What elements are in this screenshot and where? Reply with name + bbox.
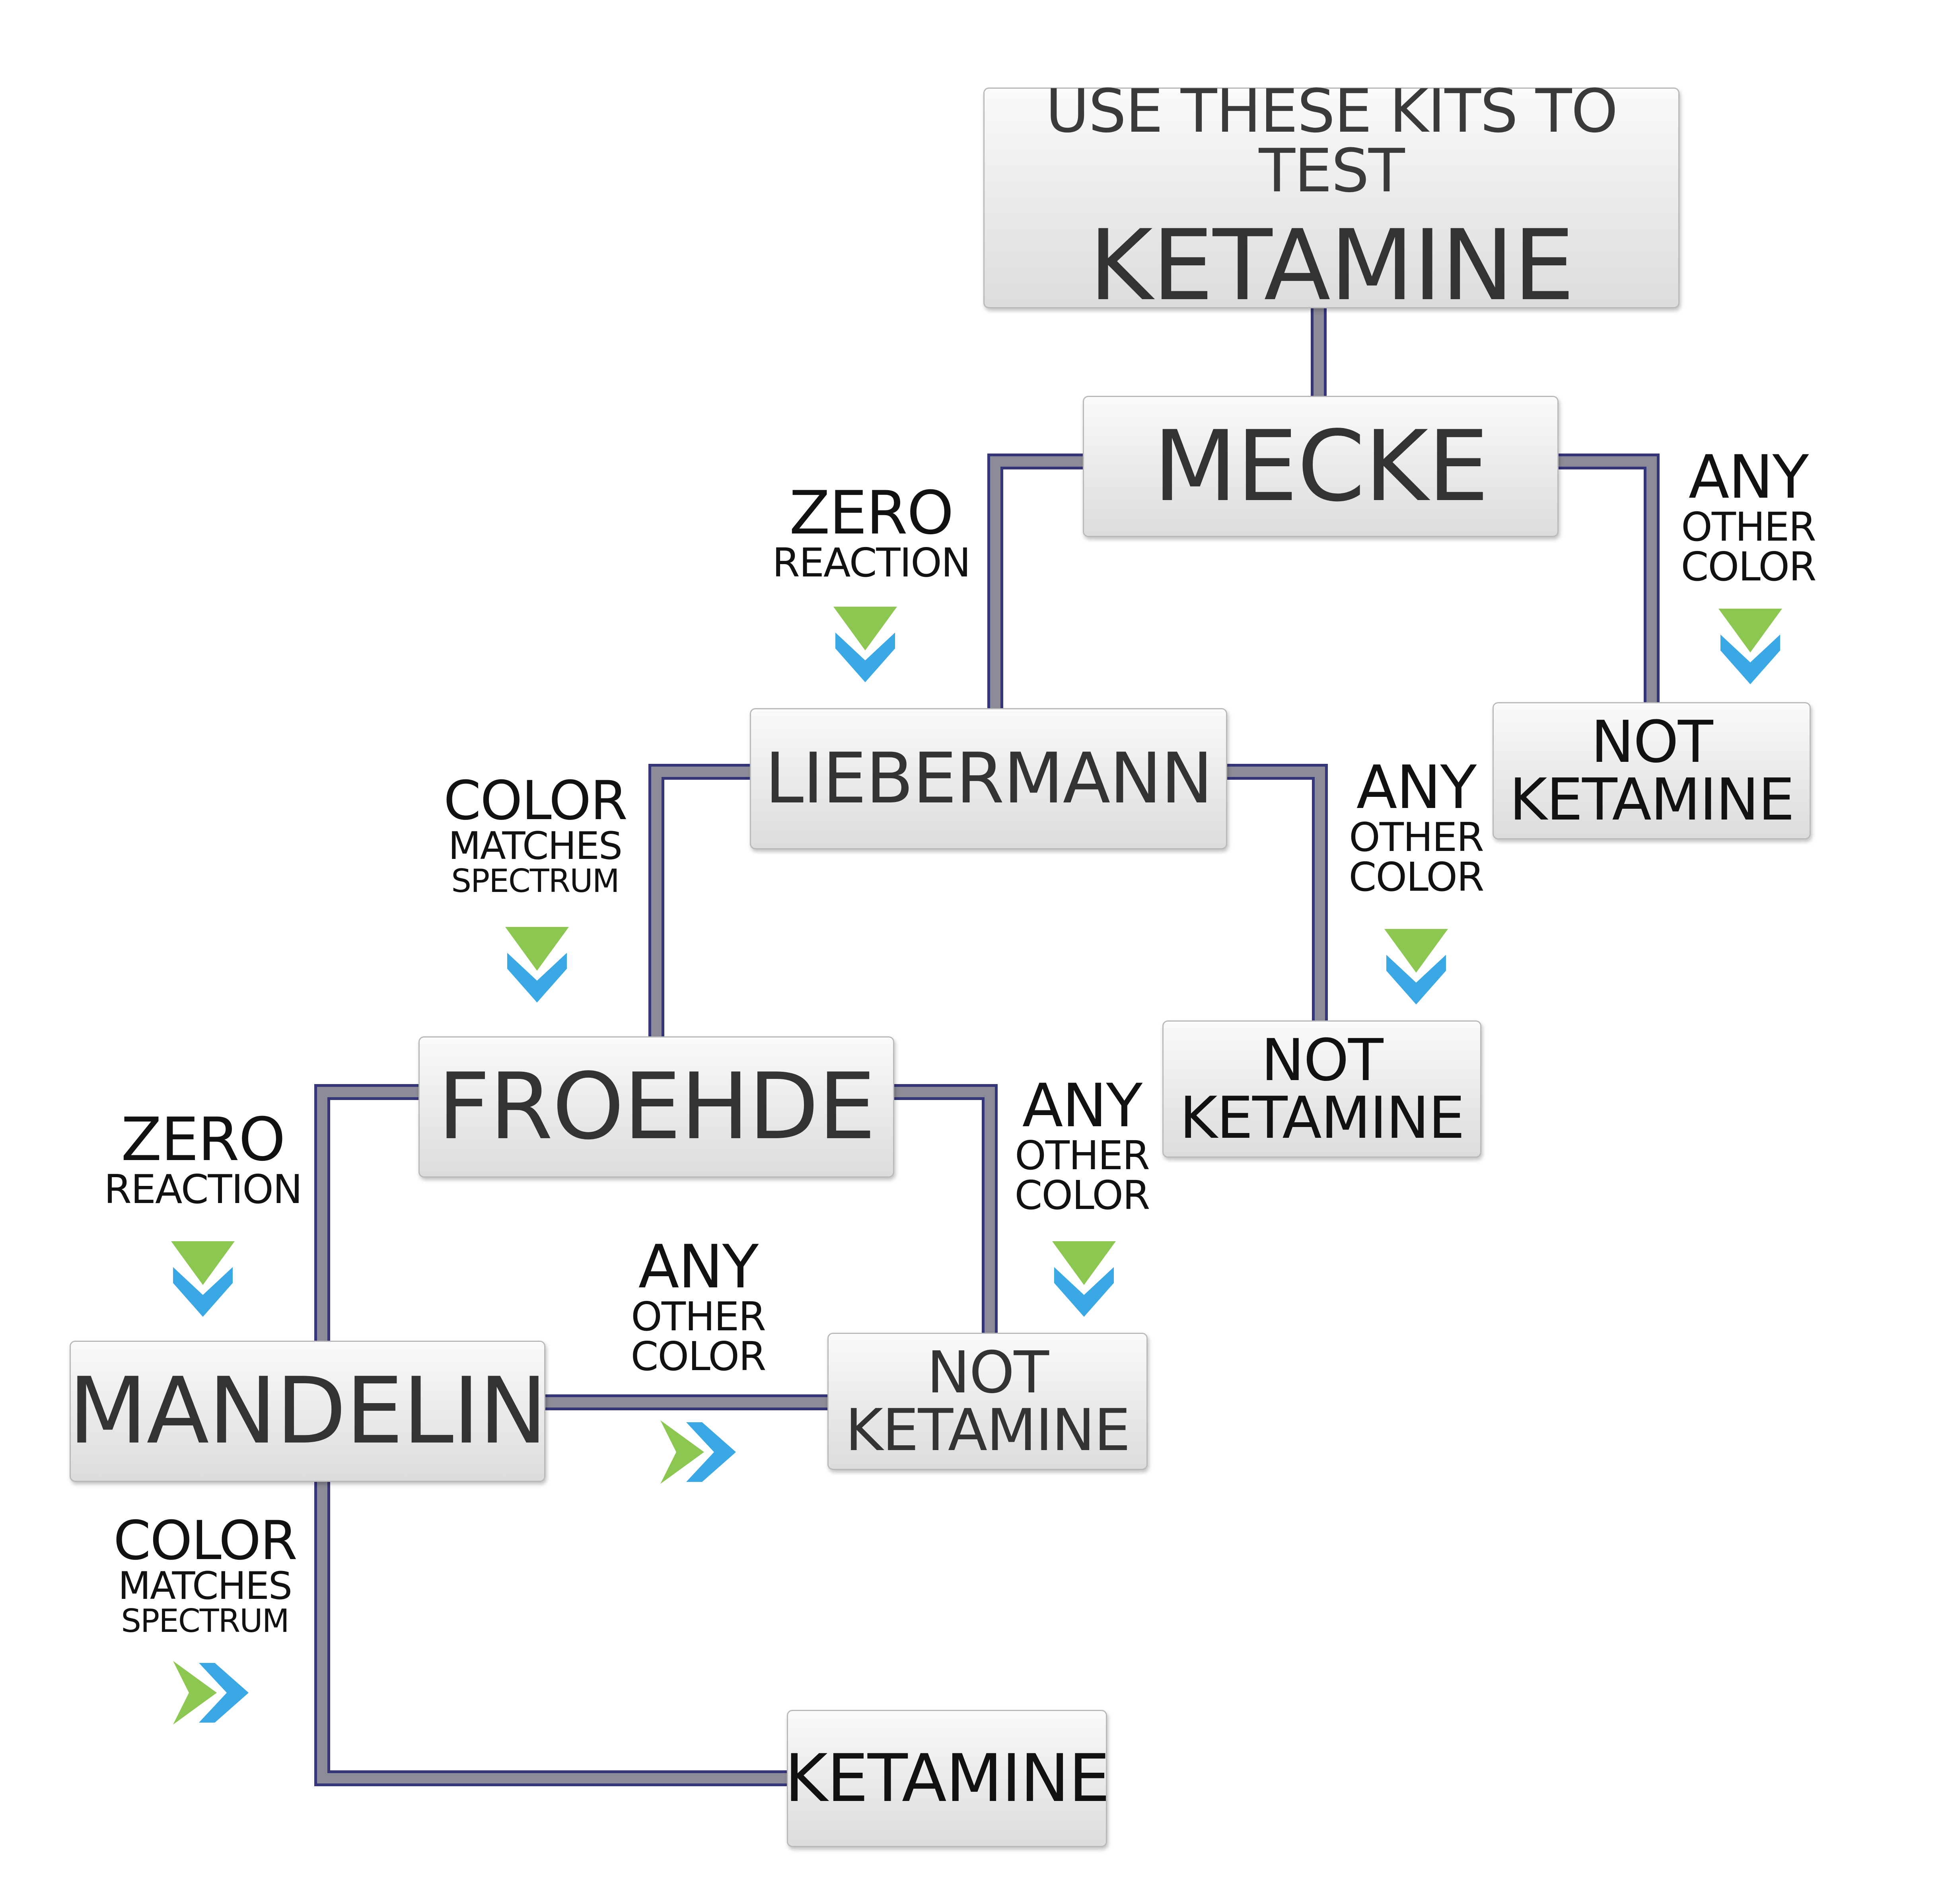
mandelin-node: MANDELIN xyxy=(68,1341,547,1482)
chevron-front-shape xyxy=(171,1241,235,1285)
not-ketamine-3-line1: NOT xyxy=(926,1339,1049,1406)
label-matches: MATCHES xyxy=(448,824,623,868)
wire-mandelin-ketamine xyxy=(314,1482,787,1786)
not-ketamine-node-1: NOT KETAMINE xyxy=(1493,702,1811,839)
chevron-back-shape xyxy=(173,1267,233,1317)
double-chevron-down-icon xyxy=(505,927,569,1003)
mandelin-label: MANDELIN xyxy=(68,1358,547,1464)
double-chevron-down-icon xyxy=(1384,929,1448,1005)
chevron-front-shape xyxy=(660,1420,704,1484)
mecke-label: MECKE xyxy=(1153,410,1489,523)
not-ketamine-1-line1: NOT xyxy=(1591,708,1713,776)
chevron-back-shape xyxy=(199,1663,249,1723)
mandelin-any-other-color-label: ANY OTHER COLOR xyxy=(615,1237,782,1376)
liebermann-any-other-color-label: ANY OTHER COLOR xyxy=(1333,758,1500,897)
not-ketamine-node-3: NOT KETAMINE xyxy=(827,1333,1148,1470)
label-spectrum: SPECTRUM xyxy=(121,1602,289,1639)
label-matches: MATCHES xyxy=(118,1564,292,1608)
label-any: ANY xyxy=(1356,753,1477,822)
wire-mecke-liebermann xyxy=(987,454,1083,708)
liebermann-color-matches-label: COLOR MATCHES SPECTRUM xyxy=(444,769,628,899)
chevron-front-shape xyxy=(1384,929,1448,973)
wire-froehde-mandelin xyxy=(314,1084,418,1341)
wire-mecke-liebermann-fill xyxy=(990,456,1083,708)
label-other: OTHER xyxy=(631,1293,766,1340)
label-other: OTHER xyxy=(1681,504,1816,550)
title-line1: USE THESE KITS TO TEST xyxy=(1045,77,1618,206)
chevron-back-shape xyxy=(1720,635,1780,684)
label-zero: ZERO xyxy=(789,479,954,548)
label-reaction: REACTION xyxy=(104,1166,302,1213)
label-spectrum: SPECTRUM xyxy=(451,862,619,899)
froehde-label: FROEHDE xyxy=(438,1053,876,1160)
chevron-back-shape xyxy=(507,953,567,1003)
chevron-front-shape xyxy=(1718,609,1782,652)
double-chevron-right-icon xyxy=(173,1661,249,1725)
wire-mecke-notket1-fill xyxy=(1559,456,1657,702)
not-ketamine-node-2: NOT KETAMINE xyxy=(1162,1020,1481,1158)
froehde-any-other-color-label: ANY OTHER COLOR xyxy=(998,1076,1166,1215)
ketamine-label: KETAMINE xyxy=(784,1740,1110,1816)
not-ketamine-2-line1: NOT xyxy=(1261,1026,1383,1094)
label-other: OTHER xyxy=(1015,1132,1150,1179)
chevron-front-shape xyxy=(833,607,897,650)
chevron-back-shape xyxy=(1054,1267,1114,1317)
froehde-node: FROEHDE xyxy=(418,1036,894,1178)
label-color: COLOR xyxy=(1681,543,1817,590)
froehde-zero-reaction-label: ZERO REACTION xyxy=(99,1110,306,1209)
wire-froehde-mandelin-fill xyxy=(317,1087,418,1341)
mecke-any-other-color-label: ANY OTHER COLOR xyxy=(1665,448,1832,587)
wire-froehde-notket3-fill xyxy=(894,1087,995,1333)
wire-mandelin-ketamine-fill xyxy=(317,1482,787,1783)
label-other: OTHER xyxy=(1349,814,1484,860)
double-chevron-down-icon xyxy=(171,1241,235,1317)
title-line2: KETAMINE xyxy=(1089,209,1574,322)
double-chevron-right-icon xyxy=(660,1420,736,1484)
double-chevron-down-icon xyxy=(1052,1241,1116,1317)
mecke-node: MECKE xyxy=(1083,396,1559,537)
wire-lieb-notket2 xyxy=(1227,764,1328,1020)
chevron-front-shape xyxy=(505,927,569,971)
chevron-back-shape xyxy=(1386,955,1446,1005)
label-color: COLOR xyxy=(444,769,628,832)
double-chevron-down-icon xyxy=(1718,609,1782,684)
label-any: ANY xyxy=(1688,443,1809,512)
label-any: ANY xyxy=(1022,1071,1142,1141)
chevron-back-shape xyxy=(686,1422,736,1482)
mandelin-color-matches-label: COLOR MATCHES SPECTRUM xyxy=(113,1509,298,1639)
chevron-back-shape xyxy=(835,633,895,682)
wire-mecke-notket1 xyxy=(1559,454,1660,702)
wire-lieb-froehde-fill xyxy=(651,767,750,1036)
label-color: COLOR xyxy=(1014,1172,1150,1219)
label-color: COLOR xyxy=(113,1509,298,1572)
label-any: ANY xyxy=(638,1232,759,1302)
wire-lieb-notket2-fill xyxy=(1227,767,1325,1020)
double-chevron-down-icon xyxy=(833,607,897,682)
not-ketamine-3-line2: KETAMINE xyxy=(845,1396,1131,1464)
chevron-front-shape xyxy=(1052,1241,1116,1285)
label-color: COLOR xyxy=(631,1333,767,1380)
title-box: USE THESE KITS TO TEST KETAMINE xyxy=(983,82,1679,314)
chevron-front-shape xyxy=(173,1661,217,1725)
ketamine-node: KETAMINE xyxy=(784,1710,1110,1847)
wire-froehde-notket3 xyxy=(894,1084,998,1333)
not-ketamine-1-line2: KETAMINE xyxy=(1509,766,1794,833)
liebermann-label: LIEBERMANN xyxy=(765,738,1213,819)
liebermann-node: LIEBERMANN xyxy=(750,708,1227,849)
label-zero: ZERO xyxy=(121,1105,286,1174)
not-ketamine-2-line2: KETAMINE xyxy=(1179,1084,1465,1152)
label-reaction: REACTION xyxy=(772,539,971,586)
mecke-zero-reaction-label: ZERO REACTION xyxy=(768,483,975,583)
label-color: COLOR xyxy=(1349,854,1485,900)
wire-lieb-froehde xyxy=(648,764,750,1036)
